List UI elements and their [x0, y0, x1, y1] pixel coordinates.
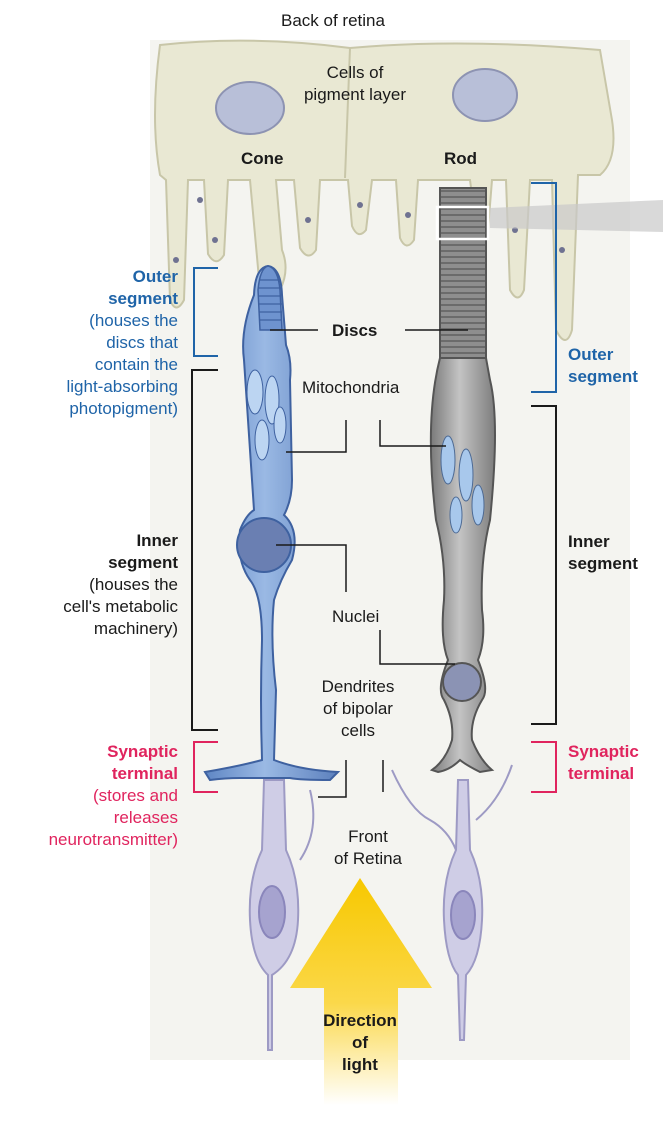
- left-outer-segment-desc: (houses the discs that contain the light…: [20, 310, 178, 420]
- pigment-nucleus: [453, 69, 517, 121]
- left-synaptic-terminal-title: Synaptic terminal: [60, 741, 178, 785]
- discs-label: Discs: [332, 320, 377, 342]
- dendrites-label: Dendrites of bipolar cells: [300, 676, 416, 742]
- cone-label: Cone: [241, 148, 284, 170]
- front-label: Front of Retina: [318, 826, 418, 870]
- mitochondria-label: Mitochondria: [302, 377, 399, 399]
- direction-of-light-label: Direction of light: [308, 1010, 412, 1076]
- pigment-nucleus: [216, 82, 284, 134]
- right-synaptic-terminal-title: Synaptic terminal: [568, 741, 639, 785]
- left-inner-segment-desc: (houses the cell's metabolic machinery): [10, 574, 178, 640]
- right-outer-segment-title: Outer segment: [568, 344, 638, 388]
- rod-cell: [431, 188, 495, 772]
- left-synaptic-terminal-desc: (stores and releases neurotransmitter): [0, 785, 178, 851]
- left-outer-segment-title: Outer segment: [60, 266, 178, 310]
- rod-label: Rod: [444, 148, 477, 170]
- rod-nucleus: [443, 663, 481, 701]
- nuclei-label: Nuclei: [332, 606, 379, 628]
- right-inner-segment-title: Inner segment: [568, 531, 638, 575]
- header-label: Back of retina: [258, 10, 408, 32]
- left-inner-segment-title: Inner segment: [60, 530, 178, 574]
- pigment-layer-label: Cells of pigment layer: [290, 62, 420, 106]
